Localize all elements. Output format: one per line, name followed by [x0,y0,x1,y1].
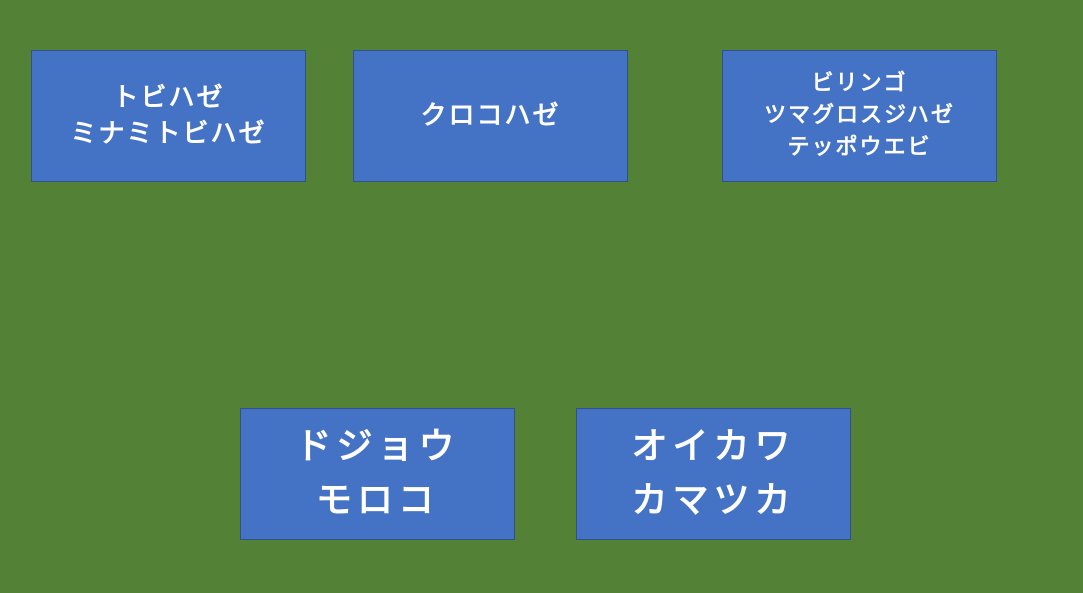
box-kurokohaze: クロコハゼ [353,50,628,182]
box-dojou: ドジョウ モロコ [240,408,515,540]
box-label-line: ビリンゴ [811,71,908,96]
box-label-line: ツマグロスジハゼ [764,103,955,128]
box-oikawa: オイカワ カマツカ [576,408,851,540]
box-label-line: トビハゼ [112,83,225,113]
box-label-line: ミナミトビハゼ [70,119,267,149]
box-tobihaze: トビハゼ ミナミトビハゼ [31,50,306,182]
box-label-line: カマツカ [631,480,796,521]
box-biringo: ビリンゴ ツマグロスジハゼ テッポウエビ [722,50,997,182]
box-label-line: オイカワ [631,426,796,467]
box-label-line: クロコハゼ [420,101,561,131]
box-label-line: モロコ [315,480,439,521]
box-label-line: ドジョウ [295,426,460,467]
box-label-line: テッポウエビ [787,135,932,160]
